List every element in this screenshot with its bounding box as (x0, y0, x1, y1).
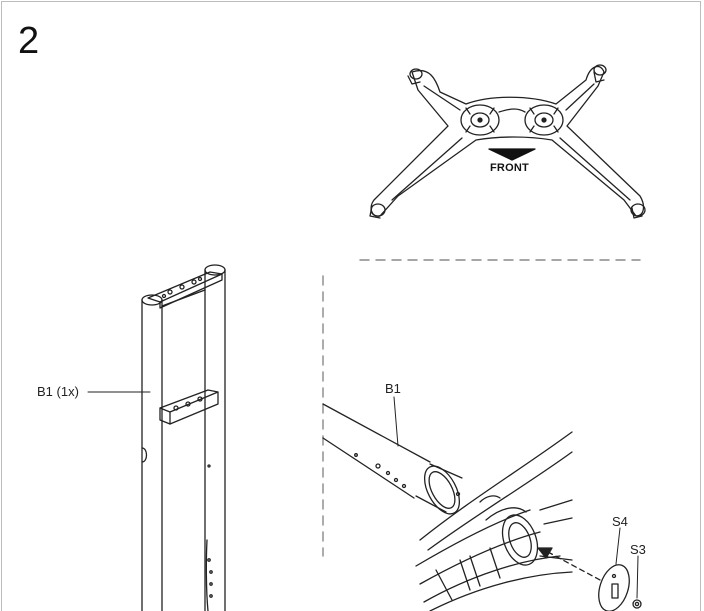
front-label: FRONT (490, 162, 529, 174)
detail-base-corner (415, 431, 573, 611)
tube-leader-line (393, 396, 399, 447)
insert-arrow-icon (537, 547, 553, 559)
column-b1 (141, 264, 226, 611)
step-number: 2 (18, 20, 40, 62)
insert-path-line (547, 551, 601, 581)
detail-tube-b1 (322, 403, 463, 515)
washer-leader-line (615, 527, 621, 565)
washer-s4 (598, 564, 630, 611)
tube-part-label: B1 (385, 381, 401, 396)
washer-part-label: S4 (612, 514, 628, 529)
base-frame (369, 64, 646, 219)
screw-part-label: S3 (630, 542, 646, 557)
screw-s3 (632, 599, 642, 609)
front-arrow-icon (488, 148, 536, 161)
column-part-label: B1 (1x) (37, 384, 79, 399)
screw-leader-line (636, 555, 639, 599)
